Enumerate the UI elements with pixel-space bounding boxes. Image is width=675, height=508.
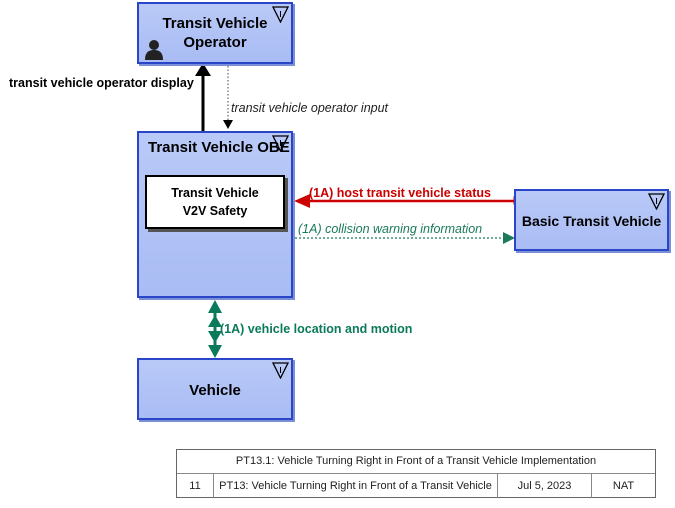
operator-display-arrowhead	[195, 63, 211, 76]
location-motion-arrow-mid-down	[208, 331, 222, 343]
person-icon	[145, 40, 163, 60]
flow-label-collision-warning: (1A) collision warning information	[298, 222, 483, 236]
flow-label-operator-display: transit vehicle operator display	[9, 76, 194, 90]
transit-vehicle-obe-node[interactable]: Transit Vehicle OBE Transit Vehicle V2V …	[137, 131, 293, 298]
node-title: Transit Vehicle Operator	[162, 15, 268, 51]
flow-label-host-status: (1A) host transit vehicle status	[309, 186, 491, 200]
diagram-title: PT13.1: Vehicle Turning Right in Front o…	[177, 450, 655, 474]
object-label: Transit Vehicle V2V Safety	[171, 186, 259, 218]
flow-label-operator-input: transit vehicle operator input	[231, 101, 389, 115]
triangle-marker-icon	[272, 6, 289, 23]
diagram-title-block: PT13.1: Vehicle Turning Right in Front o…	[176, 449, 656, 498]
diagram-date: Jul 5, 2023	[498, 474, 592, 498]
diagram-subtitle: PT13: Vehicle Turning Right in Front of …	[214, 474, 498, 498]
location-motion-arrow-mid-up	[208, 315, 222, 327]
node-title: Transit Vehicle OBE	[148, 139, 290, 156]
node-title: Vehicle	[189, 382, 241, 399]
location-motion-arrowhead-top	[208, 300, 222, 313]
location-motion-arrowhead-bottom	[208, 345, 222, 358]
host-status-arrowhead	[294, 194, 310, 208]
vehicle-node[interactable]: Vehicle	[137, 358, 293, 420]
transit-vehicle-operator-node[interactable]: Transit Vehicle Operator	[137, 2, 293, 64]
diagram-author: NAT	[612, 480, 635, 492]
triangle-marker-icon	[648, 193, 665, 210]
transit-vehicle-v2v-safety-object[interactable]: Transit Vehicle V2V Safety	[145, 175, 285, 229]
triangle-marker-icon	[272, 362, 289, 379]
collision-warning-arrowhead	[503, 232, 515, 244]
operator-input-arrowhead	[223, 120, 233, 129]
node-title: Basic Transit Vehicle	[521, 213, 662, 229]
flow-label-location-motion: (1A) vehicle location and motion	[220, 322, 413, 336]
basic-transit-vehicle-node[interactable]: Basic Transit Vehicle	[514, 189, 669, 251]
diagram-number: 11	[177, 474, 214, 498]
triangle-marker-icon	[272, 135, 289, 152]
